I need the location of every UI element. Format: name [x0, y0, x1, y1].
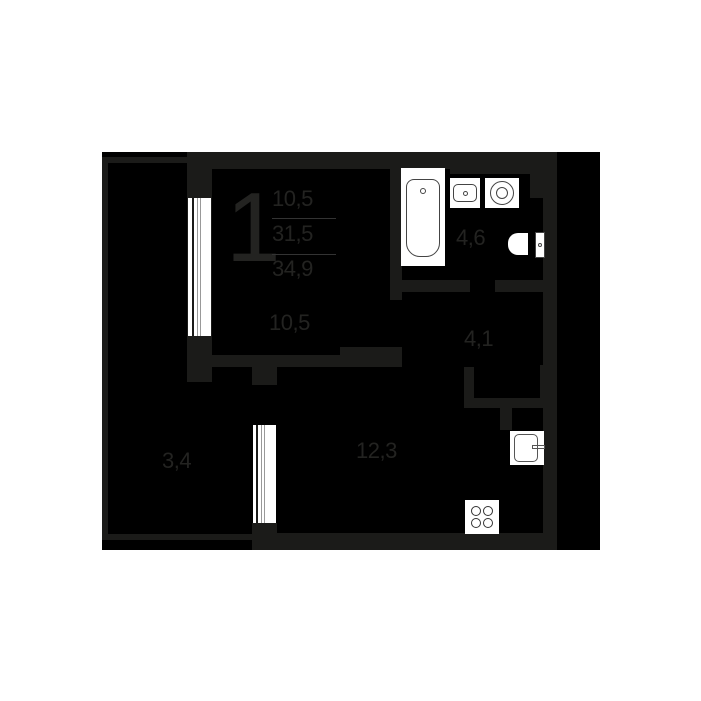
toilet-icon [508, 233, 528, 255]
hall-wall-left-stub [340, 347, 402, 357]
balcony-floor-edge [102, 540, 250, 550]
balcony-door-icon [264, 384, 303, 426]
bathroom-area-label: 4,6 [456, 225, 486, 250]
hall-wall-lower-left [464, 367, 474, 407]
balcony-wall-top [102, 157, 190, 163]
wall-top [187, 152, 556, 169]
bathroom-door-icon [461, 284, 493, 316]
stove-icon [465, 500, 499, 534]
balcony-wall-bottom [102, 534, 252, 540]
wall-bedroom-bottom [187, 355, 402, 367]
kitchen-area-label: 12,3 [356, 438, 397, 463]
hallway-area-label: 4,1 [464, 326, 494, 351]
total-with-balcony: 34,9 [272, 256, 313, 281]
bedroom-window-line [192, 198, 194, 336]
bath-wall-bottom-left [390, 280, 470, 292]
bedroom-area-label: 10,5 [269, 310, 310, 335]
bedroom-window-line [197, 198, 198, 336]
kitchen-window-line [261, 425, 262, 523]
living-area: 10,5 [272, 186, 313, 211]
washing-machine-icon [485, 178, 519, 208]
legend-divider [272, 218, 336, 219]
wall-bottom [252, 533, 557, 550]
total-area: 31,5 [272, 221, 313, 246]
hall-wall-stub [500, 398, 512, 430]
wall-kitchen-left-top [252, 367, 277, 385]
bath-inner-strip [450, 168, 530, 174]
kitchen-window-line [256, 425, 258, 523]
kitchen-sink-icon [510, 431, 545, 465]
sink-icon [450, 178, 480, 208]
kitchen-window-line [264, 425, 265, 523]
bedroom-window-line [200, 198, 201, 336]
rooms-count: 1 [226, 172, 280, 282]
bath-wall-bottom-right [495, 280, 545, 292]
entry-door-icon [547, 311, 599, 359]
balcony-area-label: 3,4 [162, 448, 192, 473]
wall-right [543, 152, 557, 550]
bedroom-door-icon [354, 301, 401, 348]
bathtub-icon [401, 168, 445, 266]
toilet-tank-icon [535, 232, 545, 258]
wall-right-notch [530, 168, 544, 198]
wall-bedroom-right-upper [390, 152, 402, 300]
hall-wall-lower-right [540, 365, 556, 405]
legend-divider [272, 254, 336, 255]
balcony-wall-left [102, 157, 108, 540]
